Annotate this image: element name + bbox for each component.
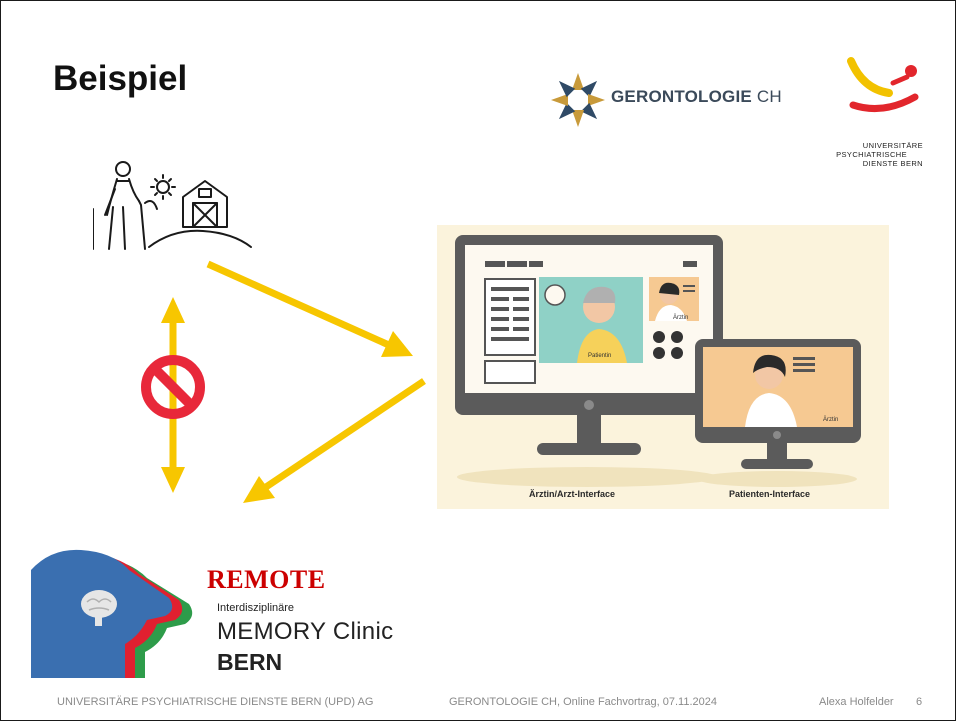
upd-line2: PSYCHIATRISCHE [836,150,907,159]
footer-organisation: UNIVERSITÄRE PSYCHIATRISCHE DIENSTE BERN… [57,696,374,708]
doctor-interface-caption: Ärztin/Arzt-Interface [529,489,616,499]
upd-line3: DIENSTE BERN [862,159,923,168]
monitors-graphic [455,235,861,487]
arrow-to-telemedicine [206,260,413,357]
gerontologie-ch-logo: GERONTOLOGIE CH [549,71,799,129]
rural-elderly-person-icon [93,161,252,250]
gerontologie-wordmark: GERONTOLOGIE CH [611,87,782,107]
interdisziplinaere-text: Interdisziplinäre [217,602,295,614]
telemedicine-illustration: Patientin Ärztin Ärztin Ärztin/Arzt-Inte… [437,225,889,509]
footer-author: Alexa Holfelder [819,696,894,708]
patientin-label: Patientin [588,353,612,359]
arrow-to-memory-clinic [243,378,426,503]
aerztin-label-small: Ärztin [823,417,839,423]
gerontologie-bold-text: GERONTOLOGIE [611,87,752,106]
memory-clinic-bear-logo [31,549,193,678]
aerztin-label-large: Ärztin [673,315,689,321]
page-number: 6 [916,696,923,708]
memory-clinic-text: MEMORY Clinic [217,618,394,645]
gerontologie-ch-text: CH [756,87,782,106]
upd-line1: UNIVERSITÄRE [862,141,923,150]
upd-logo: UNIVERSITÄRE PSYCHIATRISCHE DIENSTE BERN [819,53,931,168]
footer-event: GERONTOLOGIE CH, Online Fachvortrag, 07.… [449,696,717,708]
upd-figure-icon [847,57,919,113]
gerontologie-star-icon [551,73,605,127]
bern-text: BERN [217,649,283,675]
slide-title: Beispiel [53,59,188,98]
prohibition-icon [141,355,205,419]
patient-interface-caption: Patienten-Interface [729,489,811,499]
remote-title: REMOTE [207,565,326,594]
